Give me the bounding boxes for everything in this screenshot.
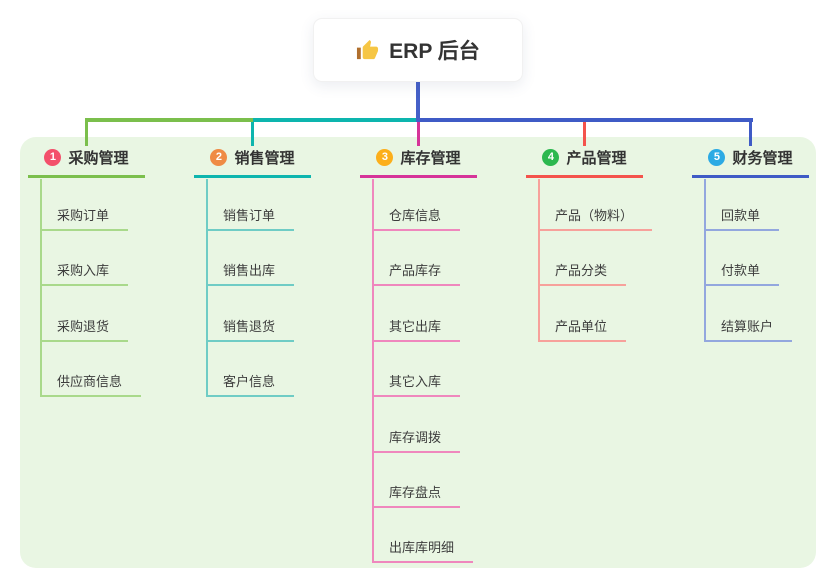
root-label: ERP 后台 [389, 40, 480, 63]
branches-panel [20, 137, 816, 568]
connector-bus-right [416, 118, 753, 122]
branch-badge-4: 4 [542, 149, 560, 166]
child-node-label: 供应商信息 [57, 374, 123, 390]
root-node[interactable]: ERP 后台 [313, 18, 523, 82]
branch-children-connector-4 [538, 179, 540, 342]
child-node-label: 其它入库 [389, 374, 442, 390]
child-node[interactable]: 产品单位 [538, 316, 627, 342]
child-node[interactable]: 结算账户 [704, 316, 793, 342]
child-node-label: 产品库存 [389, 263, 442, 279]
branch-badge-2: 2 [210, 149, 228, 166]
child-node[interactable]: 回款单 [704, 205, 780, 231]
child-node-label: 出库库明细 [389, 540, 455, 556]
branch-title-label: 产品管理 [566, 150, 627, 167]
child-node[interactable]: 仓库信息 [372, 205, 461, 231]
child-node[interactable]: 其它入库 [372, 371, 461, 398]
connector-drop-4 [583, 118, 586, 146]
thumbs-up-icon [357, 39, 379, 59]
connector-drop-2 [251, 118, 254, 146]
connector-root-stem [416, 82, 420, 122]
child-node-label: 客户信息 [223, 374, 276, 390]
child-node-label: 采购订单 [57, 208, 110, 223]
branch-title-label: 财务管理 [732, 150, 793, 167]
connector-drop-5 [749, 118, 752, 146]
child-node[interactable]: 付款单 [704, 260, 780, 287]
connector-drop-1 [85, 118, 88, 146]
branch-badge-5: 5 [708, 149, 726, 166]
child-node[interactable]: 产品库存 [372, 260, 461, 287]
child-node[interactable]: 库存盘点 [372, 482, 461, 508]
child-node-label: 仓库信息 [389, 208, 442, 223]
child-node-label: 销售退货 [223, 318, 276, 334]
connector-bus-mid [252, 118, 420, 122]
child-node[interactable]: 销售出库 [206, 260, 295, 287]
branch-title-label: 销售管理 [234, 150, 295, 167]
branch-title-3[interactable]: 3 库存管理 [360, 147, 477, 178]
child-node-label: 销售出库 [223, 263, 276, 279]
child-node-label: 采购入库 [57, 263, 110, 279]
branch-children-connector-2 [206, 179, 208, 398]
branch-title-2[interactable]: 2 销售管理 [194, 147, 311, 178]
child-node[interactable]: 销售订单 [206, 205, 295, 231]
connector-bus-left [86, 118, 253, 122]
child-node[interactable]: 供应商信息 [40, 371, 142, 398]
branch-badge-1: 1 [44, 149, 62, 166]
branch-children-connector-3 [372, 179, 374, 564]
child-node-label: 付款单 [721, 263, 761, 279]
branch-title-label: 采购管理 [68, 150, 129, 167]
branch-title-4[interactable]: 4 产品管理 [526, 147, 643, 178]
child-node[interactable]: 采购订单 [40, 205, 129, 231]
child-node-label: 结算账户 [721, 318, 774, 334]
child-node-label: 库存调拨 [389, 429, 442, 445]
child-node[interactable]: 采购退货 [40, 316, 129, 342]
branch-title-label: 库存管理 [400, 150, 461, 167]
child-node[interactable]: 采购入库 [40, 260, 129, 287]
branch-badge-3: 3 [376, 149, 394, 166]
branch-children-connector-1 [40, 179, 42, 398]
child-node[interactable]: 其它出库 [372, 316, 461, 342]
child-node[interactable]: 销售退货 [206, 316, 295, 342]
branch-title-1[interactable]: 1 采购管理 [28, 147, 145, 178]
child-node-label: 产品单位 [555, 318, 608, 334]
child-node[interactable]: 出库库明细 [372, 537, 474, 564]
child-node-label: 回款单 [721, 208, 761, 223]
child-node-label: 产品（物料） [555, 208, 634, 223]
child-node-label: 其它出库 [389, 318, 442, 334]
child-node-label: 销售订单 [223, 208, 276, 223]
connector-drop-3 [417, 118, 420, 146]
child-node-label: 库存盘点 [389, 485, 442, 500]
child-node[interactable]: 客户信息 [206, 371, 295, 398]
child-node[interactable]: 产品分类 [538, 260, 627, 287]
child-node[interactable]: 产品（物料） [538, 205, 653, 231]
branch-children-connector-5 [704, 179, 706, 342]
branch-title-5[interactable]: 5 财务管理 [692, 147, 809, 178]
child-node[interactable]: 库存调拨 [372, 427, 461, 453]
child-node-label: 采购退货 [57, 318, 110, 334]
child-node-label: 产品分类 [555, 263, 608, 279]
